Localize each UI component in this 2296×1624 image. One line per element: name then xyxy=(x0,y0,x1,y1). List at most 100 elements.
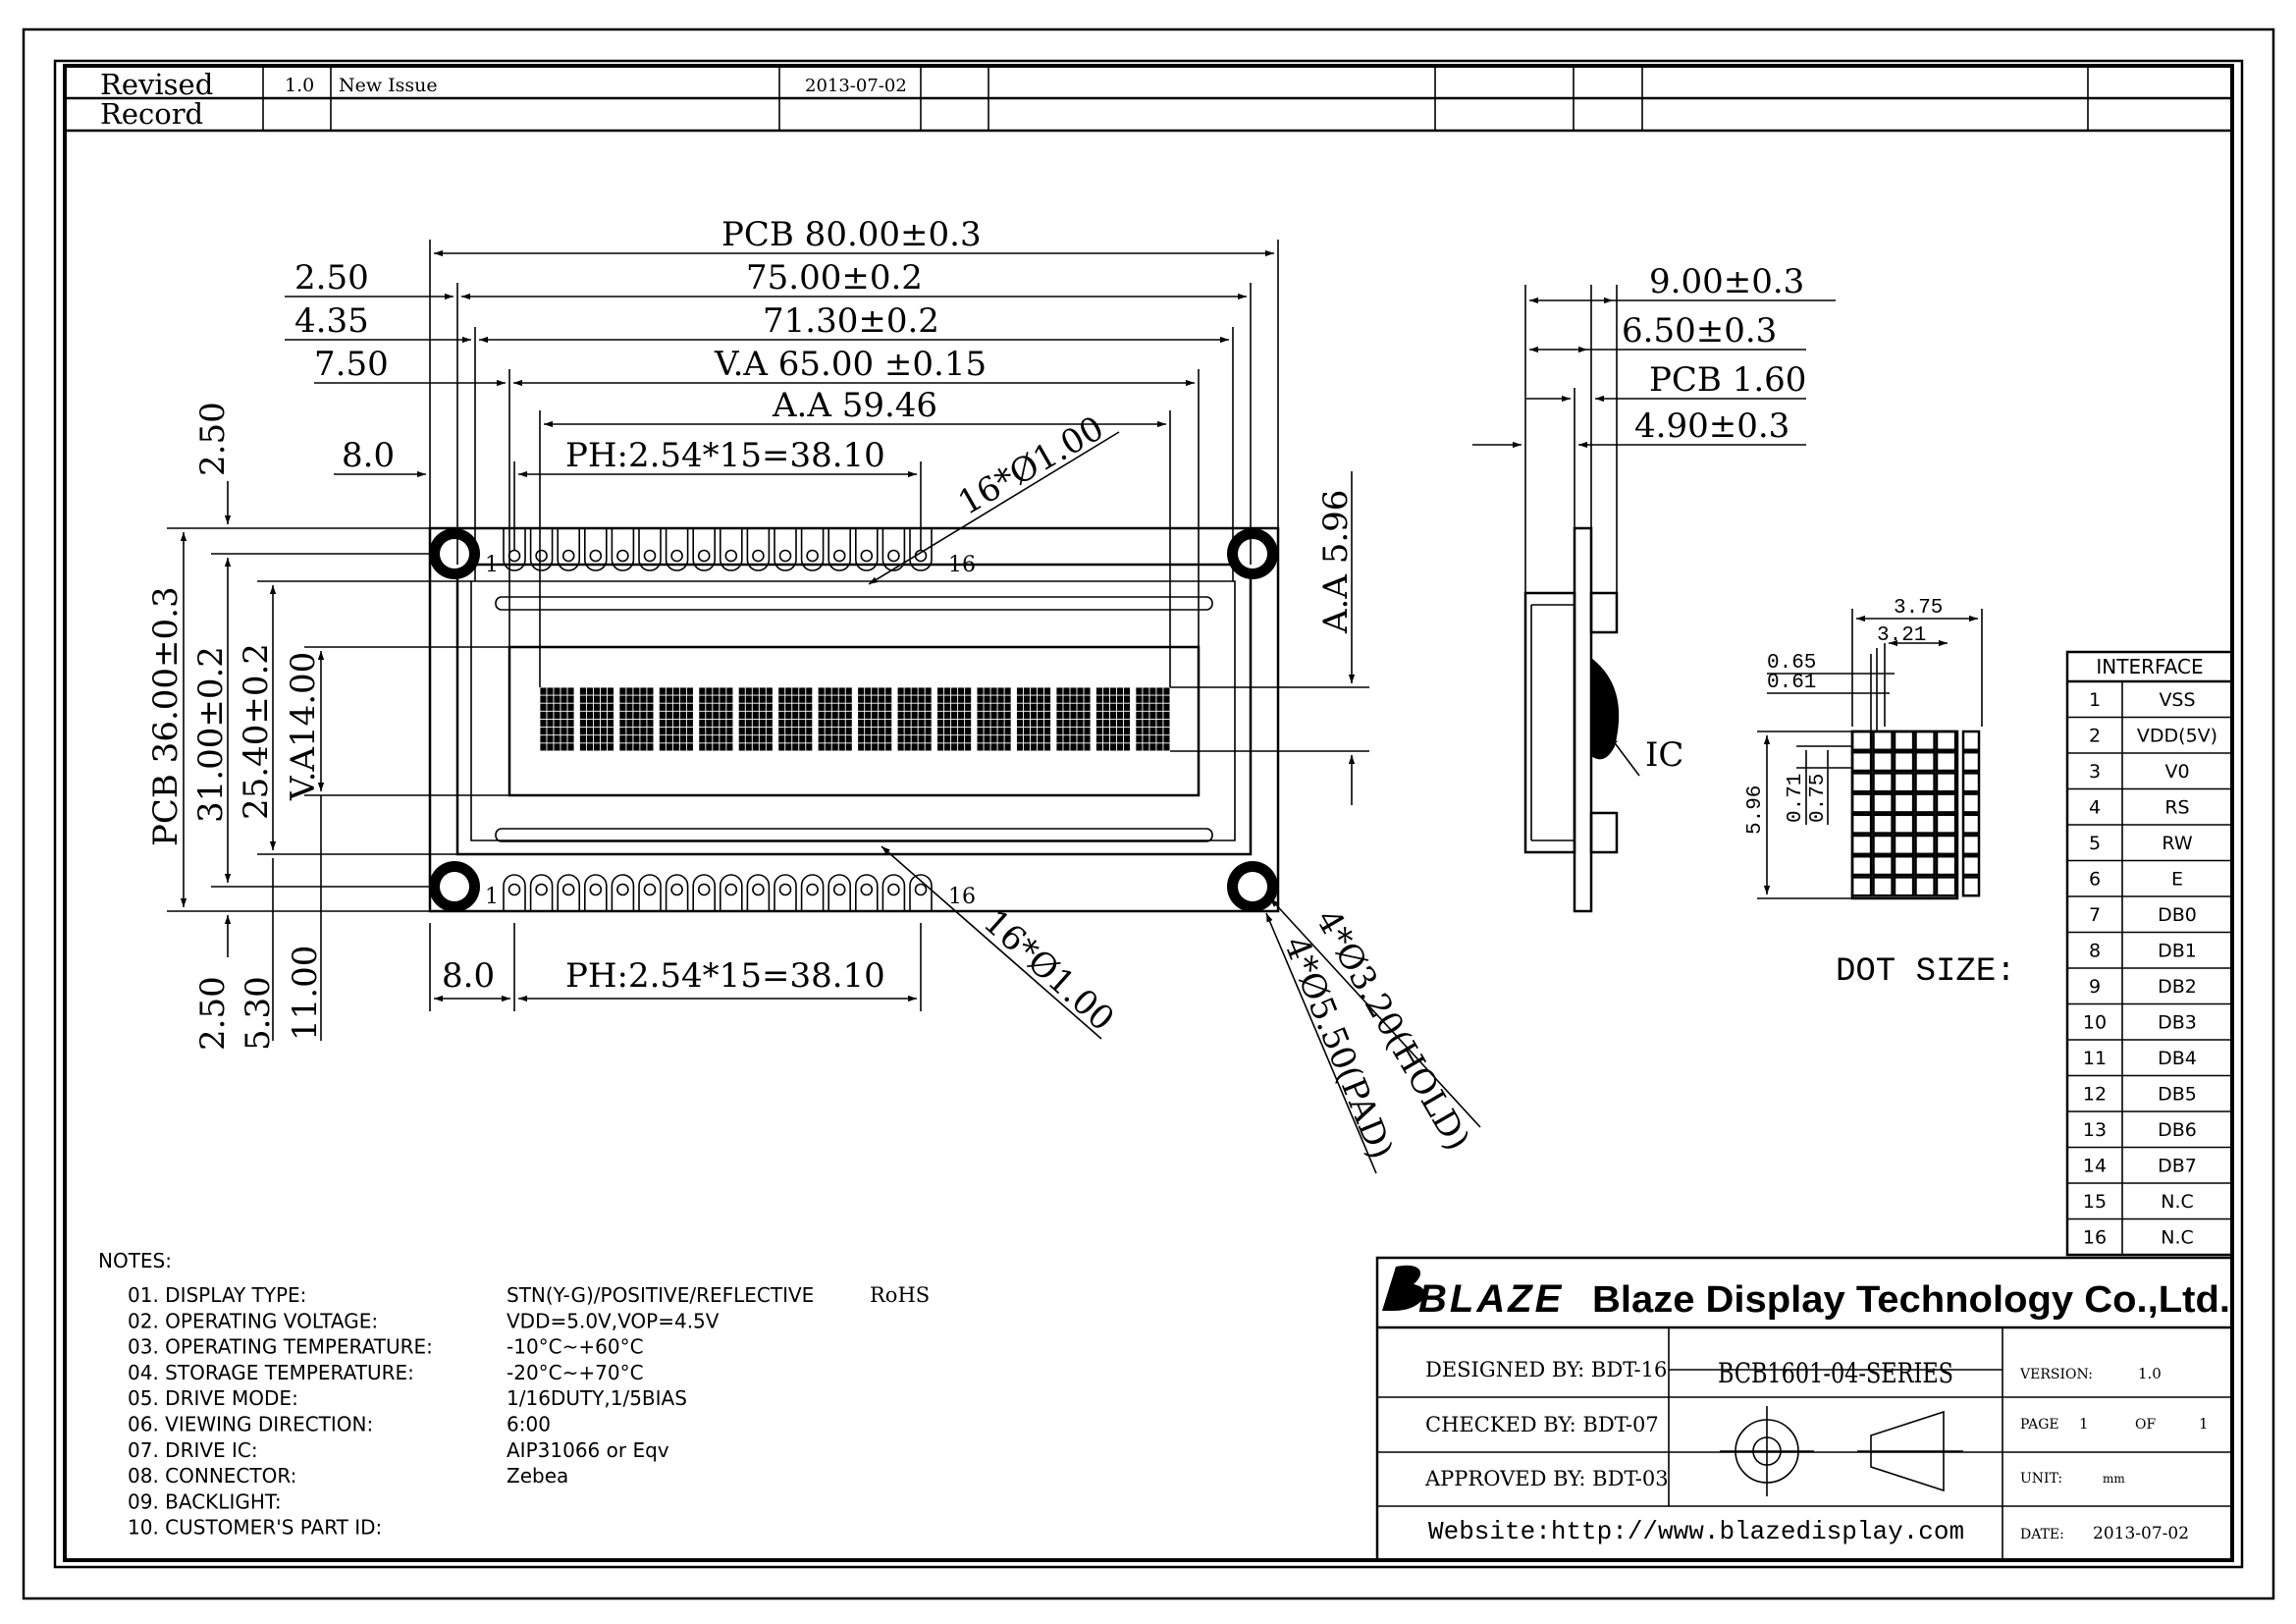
pins-top xyxy=(503,528,933,571)
cursor-cell xyxy=(1961,750,1981,773)
pin-pad xyxy=(529,528,554,571)
view-area-height-label: V.A14.00 xyxy=(284,652,323,801)
pin-offset-bottom-label: 8.0 xyxy=(442,956,495,996)
interface-pin-number: 7 xyxy=(2089,904,2101,926)
horizontal-dimensions: PCB 80.00±0.3 75.00±0.2 71.30±0.2 V.A 65… xyxy=(285,215,1279,687)
pin-hole-bottom-label: 16*Ø1.00 xyxy=(976,902,1122,1039)
pin-pad xyxy=(692,528,716,571)
interface-pin-number: 15 xyxy=(2083,1191,2107,1213)
pin-pad xyxy=(584,874,608,911)
note-value: 1/16DUTY,1/5BIAS xyxy=(507,1386,687,1410)
notes-title: NOTES: xyxy=(98,1249,172,1272)
pin-pad xyxy=(746,874,771,911)
pin-pad xyxy=(720,874,743,911)
character-block xyxy=(1095,687,1131,751)
pin-hole xyxy=(507,883,521,896)
char-height-label: 5.96 xyxy=(1744,785,1767,835)
pin-pad xyxy=(855,528,879,571)
note-label: 07. DRIVE IC: xyxy=(128,1438,258,1462)
cursor-cell xyxy=(1961,792,1981,814)
pin-pad xyxy=(828,528,851,571)
interface-pin-name: DB1 xyxy=(2158,940,2197,961)
revision-date: 2013-07-02 xyxy=(805,76,907,96)
of-value: 1 xyxy=(2199,1415,2209,1433)
note-value: 6:00 xyxy=(507,1413,551,1436)
bezel-height-label: 25.40±0.2 xyxy=(237,643,276,820)
lcd-thickness-label: 4.90±0.3 xyxy=(1634,406,1789,446)
dot-cell xyxy=(1914,813,1936,835)
note-value: STN(Y-G)/POSITIVE/REFLECTIVE xyxy=(507,1283,814,1307)
page-value: 1 xyxy=(2079,1415,2089,1433)
revision-label-2: Record xyxy=(100,97,203,131)
bottom-250-label: 2.50 xyxy=(193,976,233,1051)
dot-cell xyxy=(1872,730,1894,752)
note-value: VDD=5.0V,VOP=4.5V xyxy=(507,1309,720,1332)
interface-pin-name: VSS xyxy=(2159,689,2195,711)
pin-hole xyxy=(670,883,683,896)
dot-cell xyxy=(1935,876,1957,897)
offset-435-label: 4.35 xyxy=(294,301,369,341)
dot-pitch-x-label: 0.65 xyxy=(1767,652,1816,675)
character-block xyxy=(778,687,813,751)
pin-hole xyxy=(860,549,874,563)
character-blocks xyxy=(540,687,1170,751)
side-ic-blob xyxy=(1591,658,1620,760)
interface-pin-number: 1 xyxy=(2089,689,2101,711)
dot-cell xyxy=(1935,772,1957,793)
interface-pin-name: DB0 xyxy=(2158,904,2197,926)
note-label: 09. BACKLIGHT: xyxy=(128,1489,282,1513)
pin-hole xyxy=(589,549,603,563)
dot-cell xyxy=(1850,813,1873,835)
interface-pin-name: DB4 xyxy=(2158,1048,2197,1069)
pin-hole xyxy=(806,883,819,896)
character-block xyxy=(540,687,574,751)
character-block xyxy=(858,687,892,751)
company-name: Blaze Display Technology Co.,Ltd. xyxy=(1592,1279,2230,1321)
pin-pad xyxy=(746,528,771,571)
offset-750-label: 7.50 xyxy=(314,345,389,384)
dot-cell xyxy=(1914,772,1936,793)
note-label: 10. CUSTOMER'S PART ID: xyxy=(128,1516,382,1540)
cursor-cell xyxy=(1961,813,1981,835)
pin-hole xyxy=(697,549,711,563)
interface-pin-name: DB7 xyxy=(2158,1155,2197,1176)
interface-pin-number: 4 xyxy=(2089,796,2101,818)
part-number: BCB1601-04-SERIES xyxy=(1718,1357,1953,1389)
note-label: 08. CONNECTOR: xyxy=(128,1464,296,1488)
pcb-width-label: PCB 80.00±0.3 xyxy=(721,215,982,254)
dot-cell xyxy=(1850,772,1873,793)
note-label: 04. STORAGE TEMPERATURE: xyxy=(128,1361,414,1384)
date-value: 2013-07-02 xyxy=(2093,1524,2189,1543)
note-label: 06. VIEWING DIRECTION: xyxy=(128,1413,373,1436)
pin-pad xyxy=(503,528,526,571)
note-value: -20°C~+70°C xyxy=(507,1361,644,1384)
character-block xyxy=(977,687,1011,751)
pin-first-top-label: 1 xyxy=(485,553,499,577)
dot-width-x-label: 0.61 xyxy=(1767,672,1816,694)
pin-hole xyxy=(561,883,575,896)
view-area-width-label: V.A 65.00 ±0.15 xyxy=(714,345,987,384)
bottom-1100-label: 11.00 xyxy=(286,946,325,1041)
pin-pad xyxy=(611,874,635,911)
leader-lines: 16*Ø1.00 16*Ø1.00 4*Ø3.20(HOLD) 4*Ø5.50(… xyxy=(868,408,1481,1174)
of-label: OF xyxy=(2135,1417,2156,1433)
side-pcb xyxy=(1573,526,1593,913)
pin-hole xyxy=(887,883,900,896)
character-block xyxy=(897,687,932,751)
character-block xyxy=(659,687,693,751)
character-block xyxy=(579,687,614,751)
dot-cell xyxy=(1893,834,1915,856)
pin-hole xyxy=(616,549,629,563)
pin-pad xyxy=(774,874,797,911)
pin-first-bottom-label: 1 xyxy=(485,885,499,909)
pin-hole xyxy=(752,549,765,563)
note-label: 01. DISPLAY TYPE: xyxy=(128,1283,306,1307)
pcb-height-label: PCB 36.00±0.3 xyxy=(146,586,186,846)
bezel-width-label: 71.30±0.2 xyxy=(763,301,939,341)
pin-hole xyxy=(832,549,846,563)
dot-cell xyxy=(1935,854,1957,877)
dot-cell xyxy=(1914,834,1936,856)
pin-hole xyxy=(697,883,711,896)
interface-pin-name: DB6 xyxy=(2158,1119,2197,1141)
